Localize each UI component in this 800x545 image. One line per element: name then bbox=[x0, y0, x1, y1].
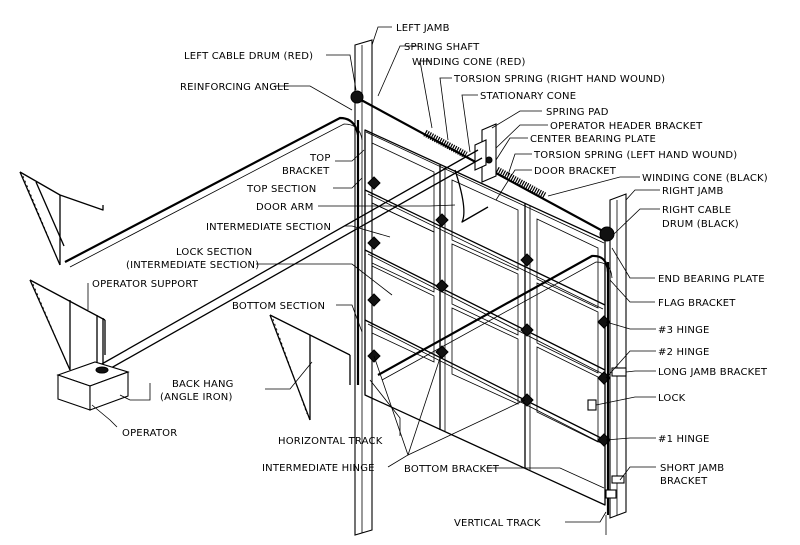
labels: LEFT JAMB LEFT CABLE DRUM (RED) SPRING S… bbox=[92, 23, 768, 529]
label-right-jamb: RIGHT JAMB bbox=[662, 186, 724, 197]
label-hinge-1: #1 HINGE bbox=[658, 434, 710, 445]
left-horizontal-track bbox=[64, 116, 363, 268]
label-center-bearing-plate: CENTER BEARING PLATE bbox=[530, 134, 656, 145]
right-jamb bbox=[609, 193, 627, 519]
back-hang-right bbox=[269, 314, 351, 421]
drawing bbox=[19, 39, 627, 536]
label-back-hang-line2: (ANGLE IRON) bbox=[160, 392, 233, 403]
label-door-bracket: DOOR BRACKET bbox=[534, 166, 617, 177]
label-torsion-spring-lh: TORSION SPRING (LEFT HAND WOUND) bbox=[533, 150, 737, 161]
label-door-arm: DOOR ARM bbox=[256, 202, 314, 213]
label-intermediate-section: INTERMEDIATE SECTION bbox=[206, 222, 331, 233]
label-torsion-spring-rh: TORSION SPRING (RIGHT HAND WOUND) bbox=[453, 74, 665, 85]
label-hinge-3: #3 HINGE bbox=[658, 325, 710, 336]
back-hang-left-upper bbox=[19, 171, 104, 266]
label-back-hang-line1: BACK HANG bbox=[172, 379, 234, 390]
label-stationary-cone: STATIONARY CONE bbox=[480, 91, 576, 102]
label-long-jamb-bracket: LONG JAMB BRACKET bbox=[658, 367, 768, 378]
label-reinforcing-angle: REINFORCING ANGLE bbox=[180, 82, 289, 93]
label-flag-bracket: FLAG BRACKET bbox=[658, 298, 736, 309]
label-top-bracket-line1: TOP bbox=[309, 153, 331, 164]
label-operator-header-bracket: OPERATOR HEADER BRACKET bbox=[550, 121, 703, 132]
label-lock-section-line2: (INTERMEDIATE SECTION) bbox=[126, 260, 259, 271]
label-spring-pad: SPRING PAD bbox=[546, 107, 609, 118]
short-jamb-bracket-shape bbox=[611, 475, 625, 484]
label-right-cable-drum-line1: RIGHT CABLE bbox=[662, 205, 731, 216]
right-horizontal-track bbox=[377, 254, 613, 381]
label-top-bracket-line2: BRACKET bbox=[282, 166, 330, 177]
label-bottom-section: BOTTOM SECTION bbox=[232, 301, 325, 312]
label-right-cable-drum-line2: DRUM (BLACK) bbox=[662, 219, 739, 230]
label-winding-cone-black: WINDING CONE (BLACK) bbox=[642, 173, 768, 184]
label-operator-support: OPERATOR SUPPORT bbox=[92, 279, 199, 290]
label-vertical-track: VERTICAL TRACK bbox=[454, 518, 541, 529]
label-winding-cone-red: WINDING CONE (RED) bbox=[412, 57, 526, 68]
left-jamb bbox=[354, 39, 373, 536]
right-cable-drum-shape bbox=[599, 226, 615, 242]
label-intermediate-hinge: INTERMEDIATE HINGE bbox=[262, 463, 375, 474]
label-short-jamb-bracket-line2: BRACKET bbox=[660, 476, 708, 487]
label-lock: LOCK bbox=[658, 393, 686, 404]
label-bottom-bracket: BOTTOM BRACKET bbox=[404, 464, 500, 475]
label-hinge-2: #2 HINGE bbox=[658, 347, 710, 358]
leader-lines bbox=[87, 26, 660, 523]
label-short-jamb-bracket-line1: SHORT JAMB bbox=[660, 463, 724, 474]
center-bearing-plate-shape bbox=[474, 123, 497, 183]
label-spring-shaft: SPRING SHAFT bbox=[404, 42, 480, 53]
operator-unit bbox=[56, 361, 130, 411]
left-cable-drum-shape bbox=[350, 90, 364, 104]
label-end-bearing-plate: END BEARING PLATE bbox=[658, 274, 765, 285]
back-hang-left-lower bbox=[29, 279, 106, 371]
torsion-spring-right-hand bbox=[423, 129, 468, 159]
label-left-jamb: LEFT JAMB bbox=[396, 23, 450, 34]
label-lock-section-line1: LOCK SECTION bbox=[176, 247, 252, 258]
label-left-cable-drum: LEFT CABLE DRUM (RED) bbox=[184, 51, 313, 62]
label-top-section: TOP SECTION bbox=[246, 184, 316, 195]
label-operator: OPERATOR bbox=[122, 428, 177, 439]
door-panels bbox=[364, 129, 606, 506]
label-horizontal-track: HORIZONTAL TRACK bbox=[278, 436, 383, 447]
lock-shape bbox=[587, 399, 597, 411]
torsion-spring-left-hand bbox=[495, 166, 547, 200]
